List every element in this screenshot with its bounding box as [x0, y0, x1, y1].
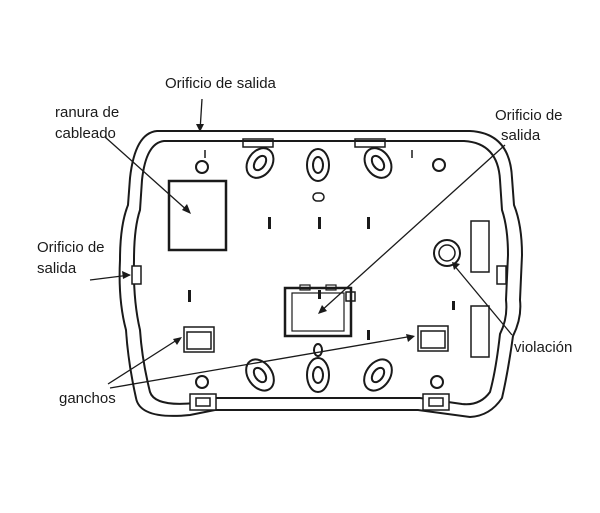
label-exit-hole-left-line1: Orificio de [37, 239, 105, 256]
tamper-switch [433, 239, 461, 267]
small-tabs [188, 217, 455, 340]
label-hooks: ganchos [59, 390, 116, 407]
label-exit-hole-right-line2: salida [501, 127, 541, 144]
wiring-slot [167, 179, 228, 252]
arrowheads [122, 124, 460, 345]
label-wiring-slot-line2: cableado [55, 125, 116, 142]
mounting-slots-bottom [245, 343, 393, 393]
screw-holes [195, 158, 446, 389]
mounting-slots-top [245, 147, 393, 182]
center-exit-hole [283, 284, 356, 338]
hooks [183, 325, 449, 353]
right-slots [470, 220, 490, 358]
label-exit-hole-left-line2: salida [37, 260, 77, 277]
top-exit-notch [204, 138, 413, 158]
label-exit-hole-top: Orificio de salida [165, 75, 277, 92]
side-exit-notches [131, 265, 507, 285]
label-wiring-slot-line1: ranura de [55, 104, 119, 121]
center-small-slot [312, 192, 325, 202]
label-exit-hole-right-line1: Orificio de [495, 107, 563, 124]
label-tamper: violación [514, 339, 572, 356]
bottom-tabs [189, 393, 450, 411]
